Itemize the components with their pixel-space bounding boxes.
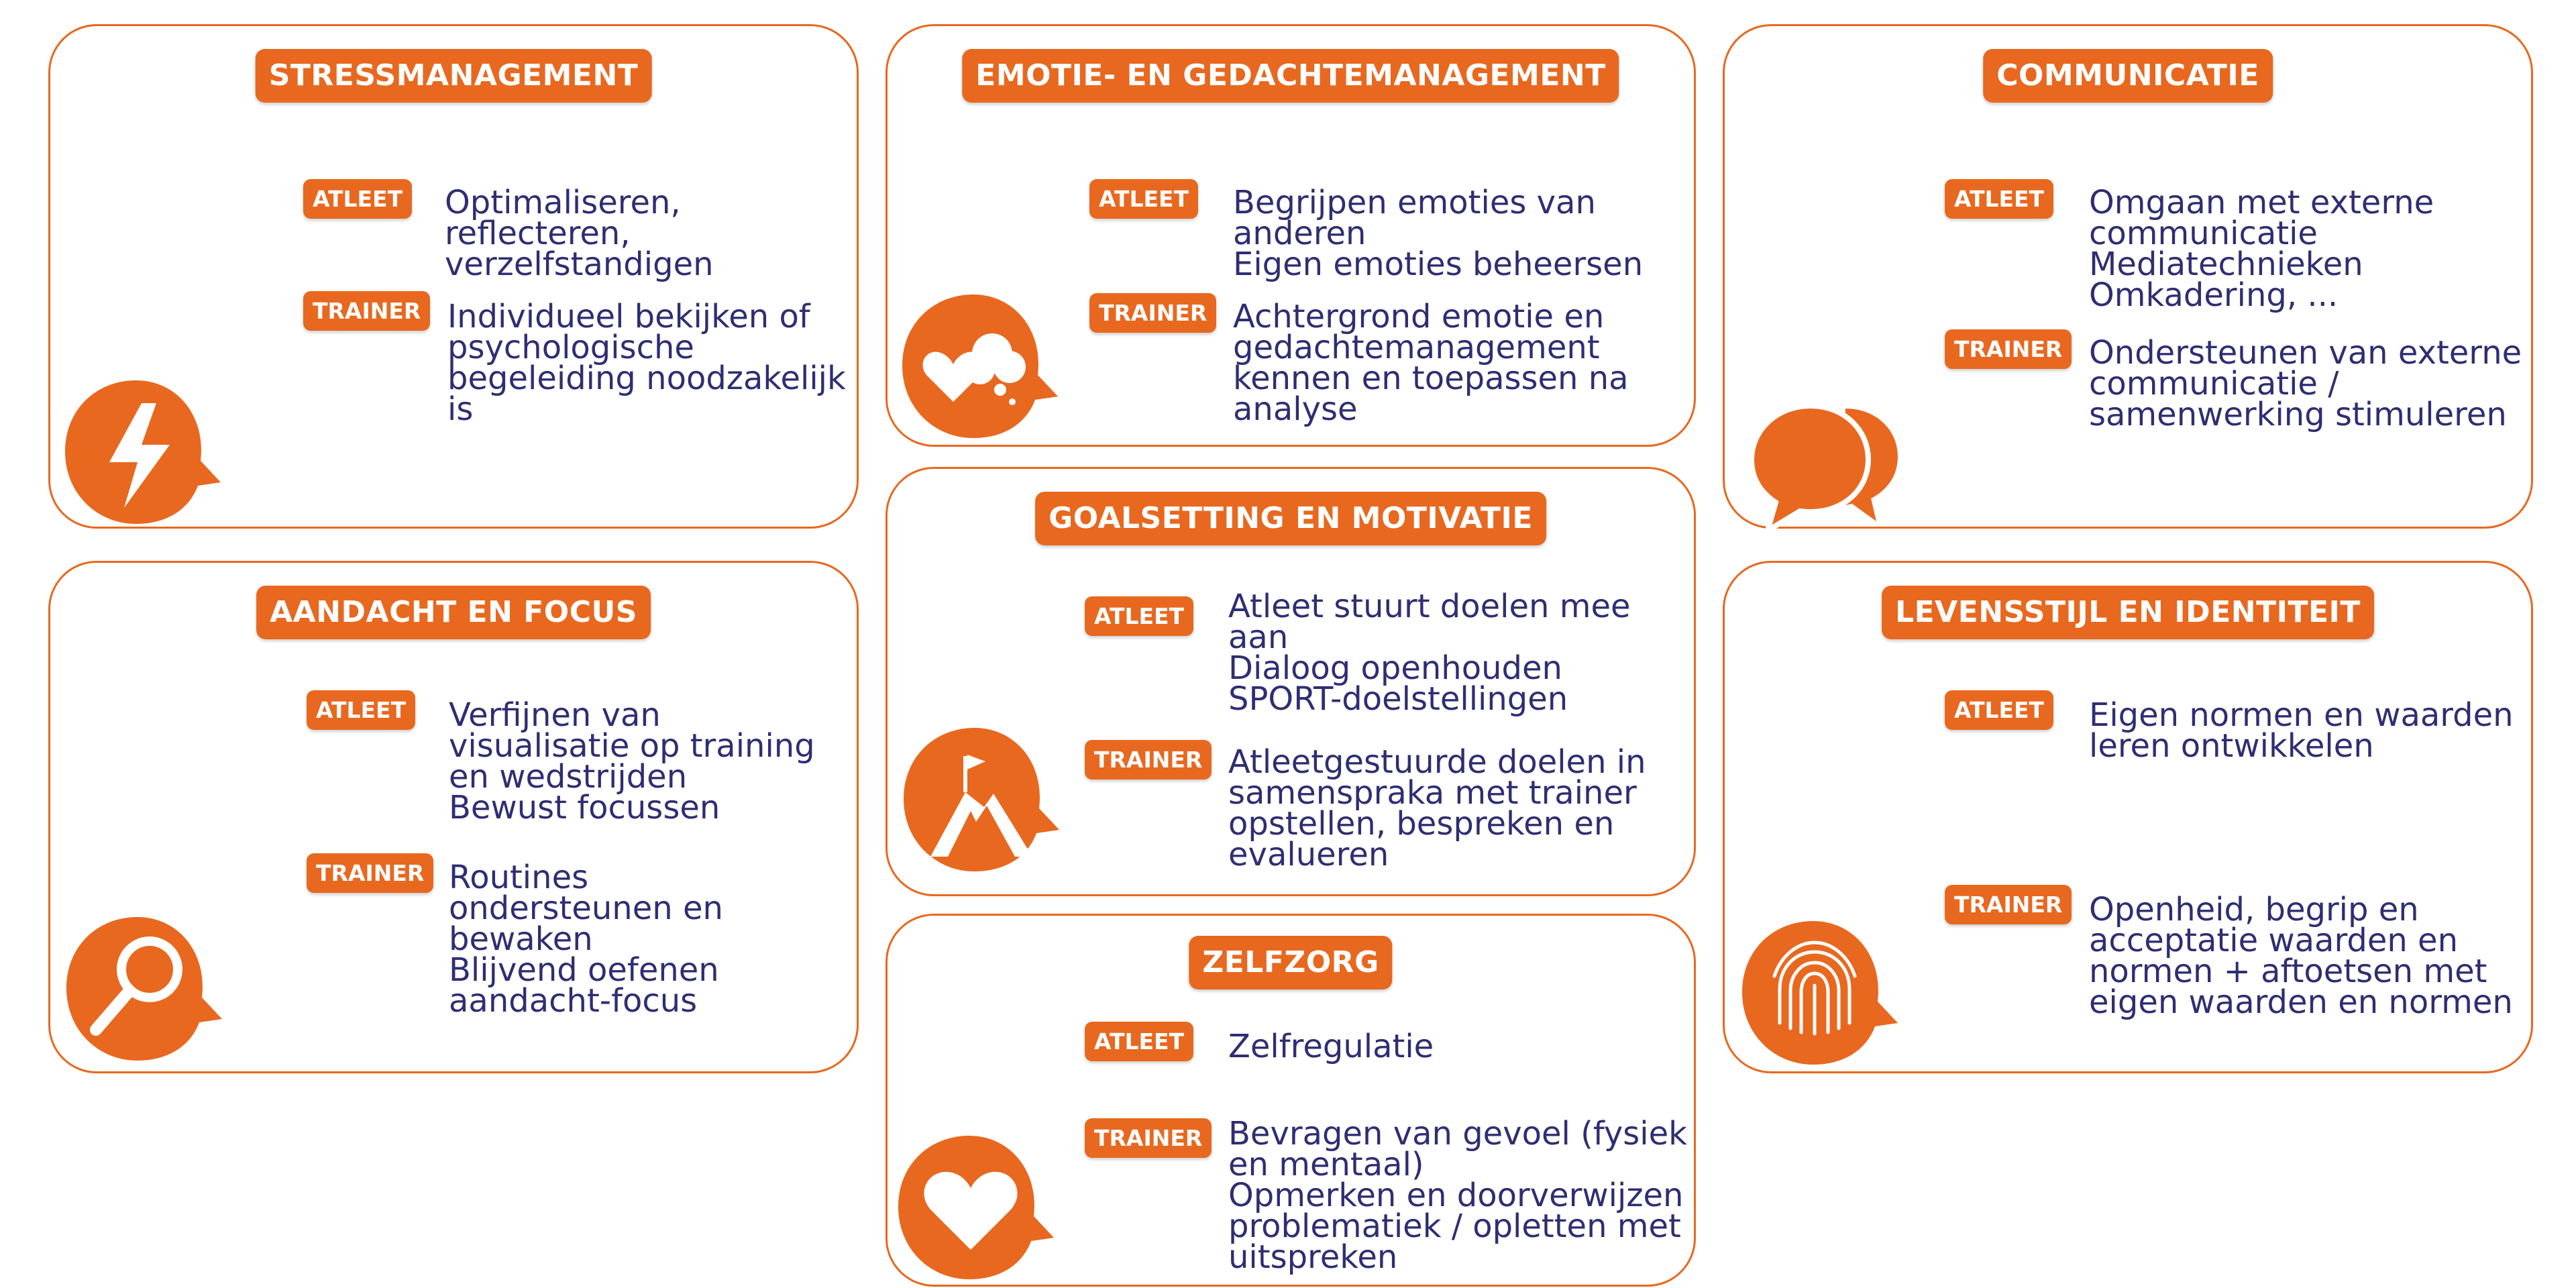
card-communicatie: COMMUNICATIE ATLEET Omgaan met externe c… [1723, 24, 2533, 536]
text-line: communicatie [2089, 215, 2318, 252]
text-line: visualisatie op training [449, 727, 815, 765]
athlete-tag: ATLEET [307, 690, 416, 730]
trainer-text: Openheid, begrip en acceptatie waarden e… [2089, 894, 2513, 1018]
text-line: bewaken [449, 920, 593, 958]
text-line: evalueren [1228, 836, 1389, 873]
text-line: ondersteunen en [449, 890, 723, 927]
text-line: opstellen, bespreken en [1228, 805, 1615, 843]
card-emotiemanagement: EMOTIE- EN GEDACHTEMANAGEMENT ATLEET Beg… [885, 24, 1696, 447]
text-line: analyse [1233, 390, 1358, 428]
text-line: eigen waarden en normen [2089, 983, 2513, 1021]
text-line: Ondersteunen van externe [2089, 334, 2522, 372]
athlete-text: Atleet stuurt doelen mee aan Dialoog ope… [1228, 588, 1631, 718]
card-goalsetting-en-motivatie: GOALSETTING EN MOTIVATIE ATLEET Atleet s… [885, 467, 1696, 896]
text-line: leren ontwikkelen [2089, 727, 2374, 765]
text-line: Achtergrond emotie en [1233, 298, 1605, 335]
card-title: COMMUNICATIE [1983, 49, 2273, 103]
card-title: EMOTIE- EN GEDACHTEMANAGEMENT [962, 49, 1619, 103]
athlete-text: Optimaliseren, reflecteren, verzelfstand… [445, 184, 714, 283]
text-line: kennen en toepassen na [1233, 360, 1629, 397]
text-line: Atleetgestuurde doelen in [1228, 743, 1646, 781]
speech-bubbles-icon [1745, 382, 1906, 536]
trainer-tag: TRAINER [1085, 1118, 1212, 1158]
card-title: ZELFZORG [1189, 936, 1393, 989]
trainer-text: Ondersteunen van externe communicatie / … [2089, 334, 2522, 433]
text-line: gedachtemanagement [1233, 329, 1600, 366]
text-line: Atleet stuurt doelen mee [1228, 588, 1631, 625]
trainer-tag: TRAINER [1089, 293, 1217, 333]
trainer-tag: TRAINER [1085, 740, 1212, 780]
fingerprint-icon [1739, 916, 1900, 1070]
text-line: Verfijnen van [449, 696, 661, 734]
text-line: normen + aftoetsen met [2089, 953, 2487, 990]
trainer-text: Individueel bekijken of psychologische b… [447, 301, 846, 425]
text-line: Individueel bekijken of [447, 298, 810, 335]
trainer-tag: TRAINER [307, 853, 434, 893]
athlete-text: Zelfregulatie [1228, 1028, 1434, 1065]
card-title: LEVENSSTIJL EN IDENTITEIT [1882, 586, 2374, 639]
magnifier-icon [64, 912, 225, 1066]
text-line: Bevragen van gevoel (fysiek [1228, 1115, 1687, 1152]
text-line: begeleiding noodzakelijk [447, 360, 846, 397]
trainer-text: Atleetgestuurde doelen in samenspraka me… [1228, 743, 1646, 873]
text-line: aan [1228, 619, 1289, 656]
text-line: Dialoog openhouden [1228, 649, 1562, 687]
athlete-text: Omgaan met externe communicatie Mediatec… [2089, 184, 2434, 314]
card-levensstijl-en-identiteit: LEVENSSTIJL EN IDENTITEIT ATLEET Eigen n… [1723, 561, 2533, 1073]
card-title: GOALSETTING EN MOTIVATIE [1035, 492, 1546, 545]
athlete-tag: ATLEET [1085, 1022, 1194, 1061]
text-line: samenspraka met trainer [1228, 774, 1637, 812]
card-zelfzorg: ZELFZORG ATLEET Zelfregulatie TRAINER Be… [885, 914, 1696, 1287]
text-line: problematiek / opletten met [1228, 1208, 1681, 1245]
athlete-tag: ATLEET [303, 179, 413, 219]
text-line: samenwerking stimuleren [2089, 396, 2507, 433]
card-aandacht-en-focus: AANDACHT EN FOCUS ATLEET Verfijnen van v… [48, 561, 859, 1073]
text-line: reflecteren, [445, 215, 631, 252]
text-line: Zelfregulatie [1228, 1028, 1434, 1065]
card-title: AANDACHT EN FOCUS [256, 586, 651, 639]
card-title: STRESSMANAGEMENT [255, 49, 652, 103]
trainer-tag: TRAINER [1945, 329, 2072, 369]
text-line: is [447, 390, 474, 428]
text-line: uitspreken [1228, 1238, 1398, 1276]
trainer-tag: TRAINER [303, 291, 431, 331]
trainer-text: Achtergrond emotie en gedachtemanagement… [1233, 301, 1629, 425]
text-line: Openheid, begrip en [2089, 891, 2419, 928]
athlete-tag: ATLEET [1945, 690, 2054, 730]
text-line: Opmerken en doorverwijzen [1228, 1177, 1684, 1214]
text-line: en mentaal) [1228, 1146, 1424, 1183]
lightning-icon [62, 375, 223, 529]
athlete-tag: ATLEET [1085, 596, 1194, 636]
athlete-tag: ATLEET [1089, 179, 1199, 219]
text-line: Eigen normen en waarden [2089, 696, 2514, 734]
text-line: communicatie / [2089, 365, 2339, 402]
trainer-tag: TRAINER [1945, 885, 2072, 924]
athlete-tag: ATLEET [1945, 179, 2054, 219]
text-line: Eigen emoties beheersen [1233, 246, 1644, 283]
text-line: Omgaan met externe [2089, 184, 2434, 221]
text-line: Begrijpen emoties van [1233, 184, 1596, 221]
text-line: aandacht-focus [449, 982, 698, 1020]
text-line: SPORT-doelstellingen [1228, 680, 1568, 718]
text-line: Mediatechnieken [2089, 246, 2363, 283]
heart-icon [896, 1130, 1057, 1285]
athlete-text: Verfijnen van visualisatie op training e… [449, 696, 815, 826]
text-line: Blijvend oefenen [449, 951, 719, 989]
text-line: Routines [449, 859, 589, 896]
trainer-text: Routines ondersteunen en bewaken Blijven… [449, 859, 723, 1020]
text-line: verzelfstandigen [445, 246, 714, 283]
text-line: en wedstrijden [449, 758, 688, 796]
heart-thought-cloud-icon [900, 289, 1061, 443]
athlete-text: Begrijpen emoties van anderen Eigen emot… [1233, 184, 1644, 283]
text-line: psychologische [447, 329, 694, 366]
text-line: Omkadering, ... [2089, 276, 2339, 314]
text-line: acceptatie waarden en [2089, 922, 2458, 959]
text-line: Bewust focussen [449, 789, 720, 826]
trainer-text: Bevragen van gevoel (fysiek en mentaal) … [1228, 1118, 1687, 1273]
card-stressmanagement: STRESSMANAGEMENT ATLEET Optimaliseren, r… [48, 24, 859, 529]
text-line: anderen [1233, 215, 1366, 252]
mountain-flag-icon [901, 722, 1062, 877]
athlete-text: Eigen normen en waarden leren ontwikkele… [2089, 696, 2514, 765]
text-line: Optimaliseren, [445, 184, 681, 221]
